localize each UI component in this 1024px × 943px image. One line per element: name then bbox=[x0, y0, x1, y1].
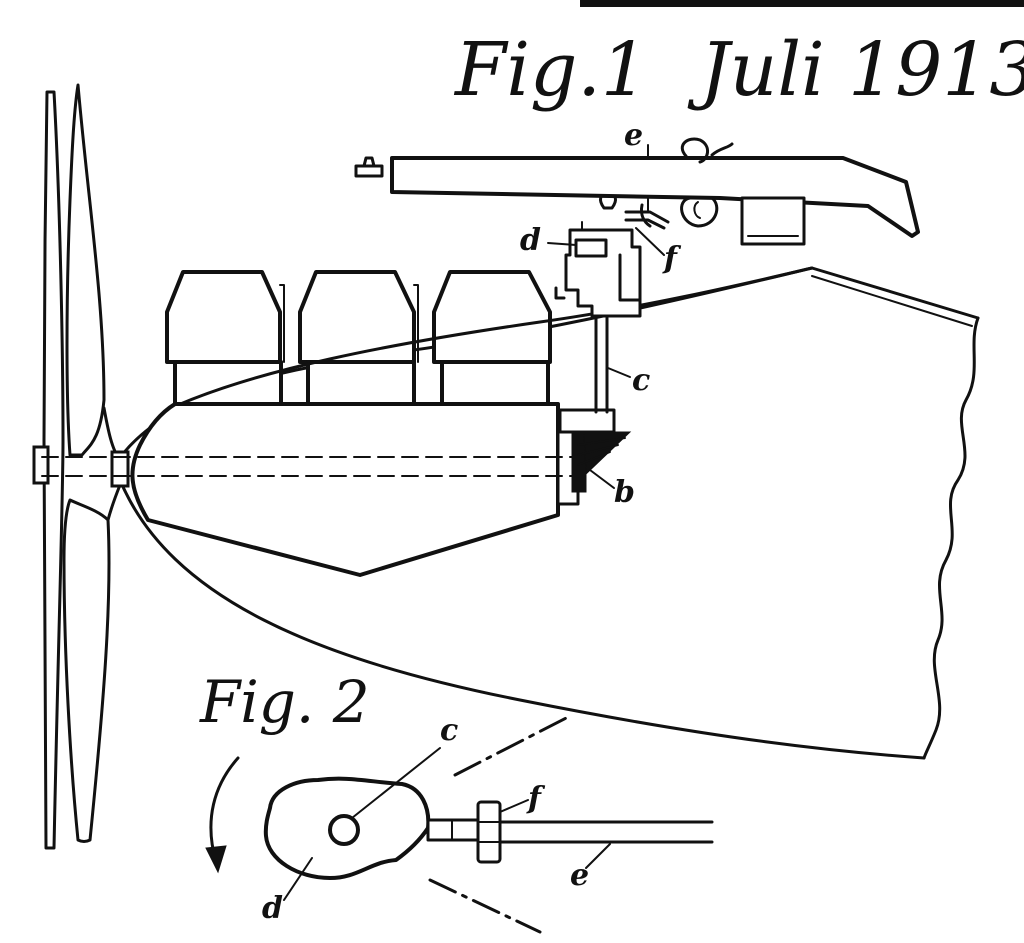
leader-e-fig2 bbox=[585, 843, 611, 869]
label-c-fig1: c bbox=[632, 363, 650, 398]
figure-2-title: Fig. 2 bbox=[199, 668, 370, 736]
figure-1-title: Fig.1 bbox=[453, 27, 648, 113]
label-f-fig1: f bbox=[662, 241, 682, 276]
crankshaft bbox=[41, 456, 579, 477]
cylinder-1 bbox=[165, 270, 283, 406]
label-e-fig2: e bbox=[570, 858, 589, 893]
guide-line-lower bbox=[428, 878, 542, 934]
engine-cylinders bbox=[165, 270, 552, 406]
propeller-hub-nut bbox=[32, 445, 50, 485]
guide-line-upper bbox=[453, 713, 574, 777]
cam bbox=[263, 776, 431, 880]
cylinder-3 bbox=[432, 270, 552, 406]
label-b-fig1: b bbox=[614, 475, 635, 510]
leader-c-fig2 bbox=[351, 747, 441, 819]
push-rod bbox=[426, 800, 714, 864]
machine-gun bbox=[354, 137, 920, 246]
label-d-fig2: d bbox=[262, 891, 283, 926]
label-e-fig1: e bbox=[624, 118, 643, 153]
crankcase bbox=[130, 402, 580, 577]
bevel-gear bbox=[571, 431, 632, 493]
leader-f-fig1 bbox=[635, 227, 665, 256]
cowling-line bbox=[176, 266, 814, 407]
cam-shaft-hole bbox=[328, 814, 360, 846]
leader-c-fig1 bbox=[607, 367, 631, 378]
leader-b-fig1 bbox=[589, 469, 615, 489]
propeller-hub-flange bbox=[110, 450, 130, 488]
leader-f-fig2 bbox=[499, 799, 529, 813]
label-f-fig2: f bbox=[526, 781, 546, 816]
label-d-fig1: d bbox=[520, 223, 541, 258]
cylinder-2 bbox=[298, 270, 416, 406]
leader-d-fig2 bbox=[283, 857, 313, 901]
label-c-fig2: c bbox=[440, 713, 458, 748]
leader-d-fig1 bbox=[547, 242, 577, 246]
cam-housing bbox=[554, 221, 642, 318]
rotation-arrow bbox=[205, 756, 240, 874]
date-title: Juli 1913 bbox=[687, 27, 1024, 113]
top-border-strip bbox=[580, 0, 1024, 7]
propeller bbox=[32, 83, 130, 850]
